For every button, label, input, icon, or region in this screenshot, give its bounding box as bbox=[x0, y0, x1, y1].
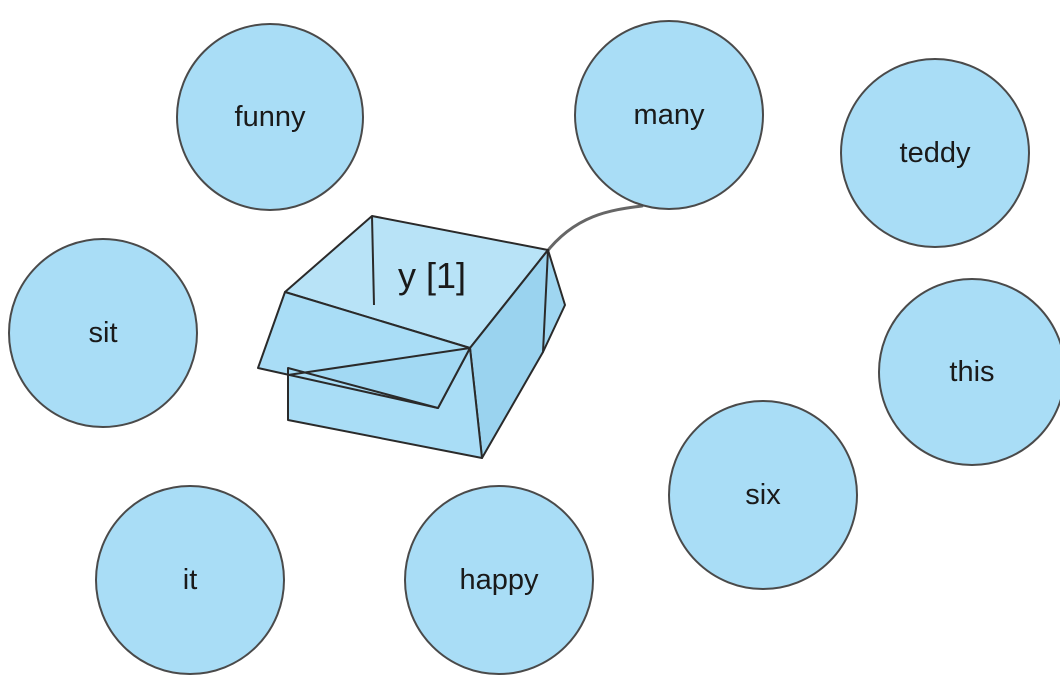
connector-line bbox=[545, 206, 642, 254]
word-bubble-many[interactable]: many bbox=[574, 20, 764, 210]
word-label: funny bbox=[235, 103, 306, 132]
word-bubble-this[interactable]: this bbox=[878, 278, 1060, 466]
word-label: six bbox=[745, 481, 780, 510]
word-label: this bbox=[949, 358, 994, 387]
word-bubble-sit[interactable]: sit bbox=[8, 238, 198, 428]
word-label: it bbox=[183, 566, 198, 595]
box-label: y [1] bbox=[398, 255, 466, 297]
word-label: happy bbox=[459, 566, 538, 595]
word-label: many bbox=[634, 101, 705, 130]
word-bubble-happy[interactable]: happy bbox=[404, 485, 594, 675]
word-bubble-funny[interactable]: funny bbox=[176, 23, 364, 211]
word-label: teddy bbox=[900, 139, 971, 168]
word-bubble-six[interactable]: six bbox=[668, 400, 858, 590]
word-label: sit bbox=[89, 319, 118, 348]
word-bubble-teddy[interactable]: teddy bbox=[840, 58, 1030, 248]
word-bubble-it[interactable]: it bbox=[95, 485, 285, 675]
